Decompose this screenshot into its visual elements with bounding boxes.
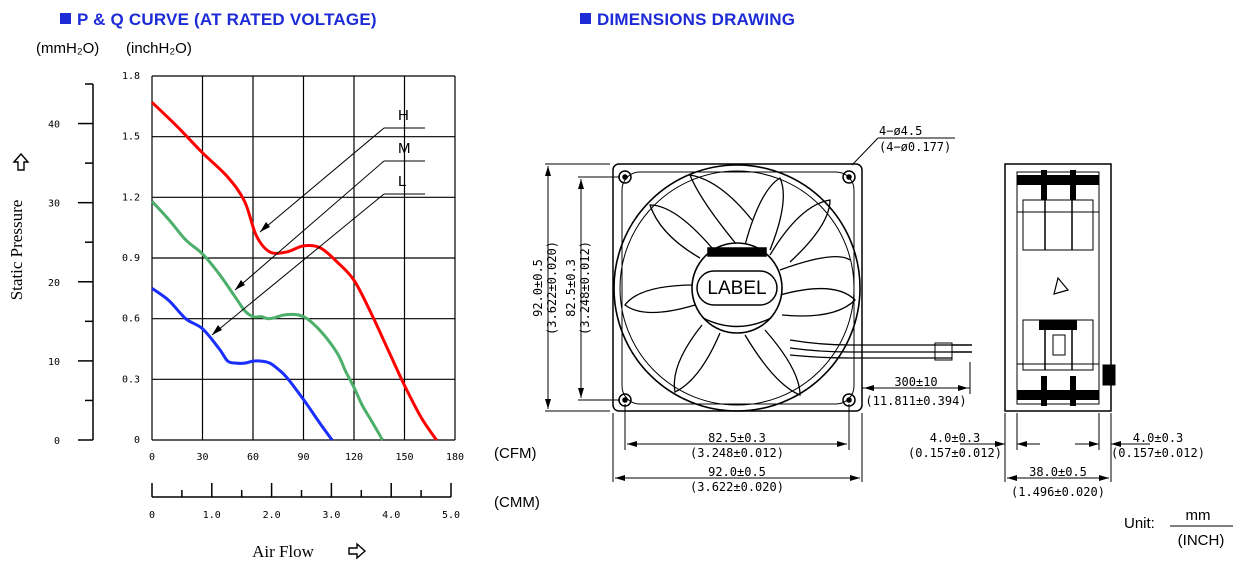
hole-callout: 4−ø4.5 xyxy=(879,124,922,138)
series-m-label: M xyxy=(398,140,411,157)
unit-label: Unit: xyxy=(1124,515,1155,532)
inchh2o-unit: (inchH₂O) xyxy=(126,40,192,57)
y-mm-tick-label: 20 xyxy=(48,278,60,289)
series-line-l xyxy=(151,287,334,441)
fan-shroud-inner xyxy=(619,170,855,406)
x-cfm-tick-label: 90 xyxy=(297,452,309,463)
hub-text-strip xyxy=(707,247,767,257)
y-inch-tick-label: 1.2 xyxy=(122,192,140,203)
unit-denominator: (INCH) xyxy=(1178,532,1225,549)
y-inch-tick-label: 0.3 xyxy=(122,374,140,385)
fan-side-view xyxy=(1004,163,1116,412)
rotation-arrow-icon xyxy=(1053,276,1070,295)
x-cfm-tick-label: 150 xyxy=(395,452,413,463)
v-inner-dim: 82.5±0.3 xyxy=(564,259,578,317)
pq-curve-title: P & Q CURVE (AT RATED VOLTAGE) xyxy=(77,10,377,29)
l-leader-line xyxy=(211,193,385,336)
rib-left-dim-inch: (0.157±0.012) xyxy=(908,446,1002,460)
depth-dim-inch: (1.496±0.020) xyxy=(1011,485,1105,499)
x-cfm-ticks: 0 30 60 90 120 150 180 xyxy=(149,452,464,463)
h-inner-dim-inch: (3.248±0.012) xyxy=(690,446,784,460)
series-l-label: L xyxy=(398,173,406,190)
y-inch-ticks: 1.8 1.5 1.2 0.9 0.6 0.3 0 xyxy=(122,71,140,446)
y-mm-tick-label: 10 xyxy=(48,357,60,368)
right-arrow-icon xyxy=(348,542,367,560)
lead-length-dim-inch: (11.811±0.394) xyxy=(865,394,966,408)
side-view-fill xyxy=(1017,170,1099,406)
x-cmm-tick-label: 0 xyxy=(149,510,155,521)
y-mm-tick-label: 40 xyxy=(48,120,60,131)
h-outer-dim-inch: (3.622±0.020) xyxy=(690,480,784,494)
y-inch-tick-label: 1.8 xyxy=(122,71,140,82)
x-cfm-tick-label: 30 xyxy=(196,452,208,463)
series-line-m xyxy=(150,200,384,441)
rib-left-dim: 4.0±0.3 xyxy=(930,431,981,445)
vertical-dimensions xyxy=(545,163,620,412)
cfm-unit: (CFM) xyxy=(494,445,537,462)
curve-annotations: H M L xyxy=(211,107,425,336)
label-box xyxy=(696,270,778,306)
depth-dim: 38.0±0.5 xyxy=(1029,465,1087,479)
horizontal-dimensions xyxy=(612,362,971,482)
mmh2o-unit: (mmH₂O) xyxy=(36,40,100,57)
x-cmm-tick-label: 1.0 xyxy=(203,510,221,521)
l-arrowhead-icon xyxy=(212,325,222,335)
up-arrow-icon xyxy=(12,152,30,171)
m-leader-line xyxy=(234,160,385,291)
rib-right-dim: 4.0±0.3 xyxy=(1133,431,1184,445)
h-leader-line xyxy=(259,127,385,233)
dimensions-header: DIMENSIONS DRAWING xyxy=(580,10,795,30)
x-cmm-tick-label: 2.0 xyxy=(263,510,281,521)
chart-series xyxy=(150,101,438,441)
fan-blades xyxy=(624,174,856,396)
v-outer-dim: 92.0±0.5 xyxy=(531,259,545,317)
cmm-unit: (CMM) xyxy=(494,494,540,511)
rib-right-dim-inch: (0.157±0.012) xyxy=(1111,446,1205,460)
y-axis-title: Static Pressure xyxy=(7,200,26,301)
square-bullet-icon xyxy=(60,13,71,24)
pq-curve-header: P & Q CURVE (AT RATED VOLTAGE) xyxy=(60,10,377,30)
fan-label-text: LABEL xyxy=(707,278,766,299)
series-line-h xyxy=(150,101,438,441)
x-cfm-tick-label: 120 xyxy=(345,452,363,463)
chart-axes xyxy=(78,83,452,498)
y-inch-tick-label: 1.5 xyxy=(122,132,140,143)
fan-shroud-circle xyxy=(613,164,861,412)
h-outer-dim: 92.0±0.5 xyxy=(708,465,766,479)
square-bullet-icon xyxy=(580,13,591,24)
y-mm-tick-label: 30 xyxy=(48,199,60,210)
y-inch-tick-label: 0.9 xyxy=(122,253,140,264)
h-arrowhead-icon xyxy=(260,222,270,232)
m-arrowhead-icon xyxy=(235,280,245,290)
mount-hole-tr xyxy=(842,170,856,184)
v-inner-dim-inch: (3.248±0.012) xyxy=(578,241,592,335)
dimensions-title: DIMENSIONS DRAWING xyxy=(597,10,796,29)
fan-hub xyxy=(691,242,783,334)
y-mm-ticks: 40 30 20 10 0 xyxy=(48,120,60,447)
x-cmm-tick-label: 3.0 xyxy=(322,510,340,521)
hole-callout-inch: (4−ø0.177) xyxy=(879,140,951,154)
side-frame xyxy=(1004,163,1112,412)
x-cfm-tick-label: 180 xyxy=(446,452,464,463)
x-cfm-tick-label: 60 xyxy=(247,452,259,463)
series-h-label: H xyxy=(398,107,409,124)
lead-length-dim: 300±10 xyxy=(894,375,937,389)
chart-grid xyxy=(151,75,456,441)
y-inch-tick-label: 0.6 xyxy=(122,314,140,325)
fan-front-view xyxy=(612,163,972,412)
x-cmm-tick-label: 5.0 xyxy=(442,510,460,521)
unit-numerator: mm xyxy=(1186,507,1211,524)
hub-lower-arc xyxy=(702,317,772,328)
h-inner-dim: 82.5±0.3 xyxy=(708,431,766,445)
v-outer-dim-inch: (3.622±0.020) xyxy=(545,241,559,335)
x-axis-title: Air Flow xyxy=(252,542,315,561)
x-cfm-tick-label: 0 xyxy=(149,452,155,463)
x-cmm-ticks: 0 1.0 2.0 3.0 4.0 5.0 xyxy=(149,510,460,521)
x-cmm-tick-label: 4.0 xyxy=(382,510,400,521)
y-mm-tick-label: 0 xyxy=(54,436,60,447)
y-inch-tick-label: 0 xyxy=(134,435,140,446)
